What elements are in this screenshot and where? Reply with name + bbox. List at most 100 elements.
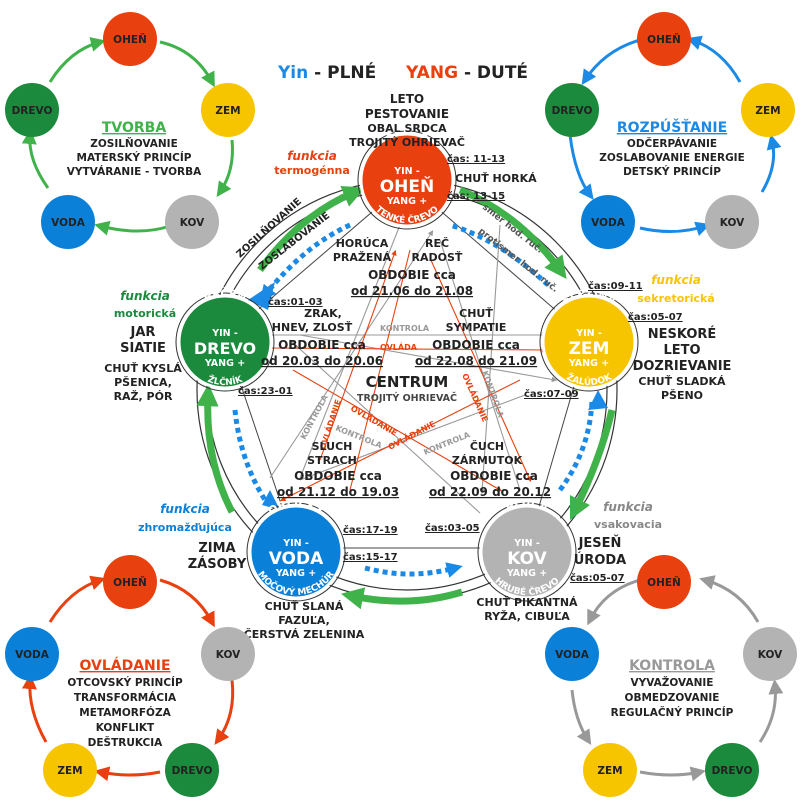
water-taste-1: FAZUĽA, [278, 614, 330, 627]
water-funkcia: funkcia [160, 502, 210, 516]
wood-time2: čas:23-01 [238, 385, 293, 397]
kontrola-label-mid2: KONTROLA [422, 430, 472, 457]
ovladanie-line-0: OTCOVSKÝ PRINCÍP [67, 676, 183, 689]
wood-arc-top: PEČEŇ [202, 287, 249, 305]
wood-taste-0: CHUŤ KYSLÁ [104, 362, 182, 375]
earth-time3: čas:07-09 [524, 388, 579, 400]
rozpustanie-node-zem: ZEM [755, 105, 780, 117]
wood-inner-1: HNEV, ZLOSŤ [272, 321, 353, 334]
kontrola-label-top: KONTROLA [380, 324, 430, 333]
rozpustanie-node-drevo: DREVO [552, 105, 593, 117]
metal-period-label: OBDOBIE cca [450, 469, 538, 483]
ovladanie-star [267, 249, 548, 501]
wood-yang: YANG + [204, 358, 245, 369]
element-wood: PEČEŇ YIN - DREVO YANG + ŽLČNÍK [175, 287, 275, 392]
wood-period-label: OBDOBIE cca [278, 338, 366, 352]
water-time1: čas:17-19 [343, 524, 398, 536]
metal-time2: čas:03-05 [425, 522, 480, 534]
earth-season-1: LETO [663, 343, 700, 358]
fire-season-0: LETO [390, 92, 424, 106]
rozpustanie-line-2: DETSKÝ PRINCÍP [623, 165, 721, 178]
earth-season-0: NESKORÉ [648, 326, 717, 342]
kontrola-node-drevo: DREVO [712, 765, 753, 777]
earth-yin: YIN - [575, 328, 602, 339]
svg-text:PĽÚCA: PĽÚCA [504, 497, 551, 515]
fire-period-label: OBDOBIE cca [368, 268, 456, 282]
fire-time1: čas: 11-13 [447, 153, 505, 165]
earth-name: ZEM [569, 339, 610, 359]
kontrola-line-0: VYVAŽOVANIE [631, 676, 714, 689]
ovladanie-title: OVLÁDANIE [79, 657, 170, 674]
water-yang: YANG + [275, 568, 316, 579]
rozpustanie-line-0: ODČERPÁVANIE [627, 137, 717, 150]
metal-yin: YIN - [513, 538, 540, 549]
fire-inner-1: PRAŽENÁ [333, 251, 392, 264]
water-inner-0: SLUCH [312, 440, 353, 453]
ovladanie-line-2: METAMORFÓZA [79, 706, 171, 719]
svg-text:SLEZINA: SLEZINA [559, 287, 619, 308]
tvorba-node-zem: ZEM [215, 105, 240, 117]
kontrola-node-ohen: OHEŇ [647, 576, 681, 589]
wood-taste-1: PŠENICA, [114, 376, 172, 389]
yin-word: Yin [277, 63, 308, 83]
header-yin-plne: Yin - PLNÉ [277, 61, 376, 83]
earth-inner-1: SYMPATIE [446, 321, 507, 334]
wood-funkcia-name: motorická [114, 307, 176, 320]
zosilnovanie-arrows [196, 185, 616, 610]
rozpustanie-node-kov: KOV [720, 217, 745, 229]
kontrola-line-1: OBMEDZOVANIE [625, 692, 720, 704]
fire-funkcia: funkcia [287, 149, 337, 163]
fire-name: OHEŇ [380, 175, 435, 197]
tvorba-node-ohen: OHEŇ [113, 33, 147, 46]
element-metal: PĽÚCA YIN - KOV YANG + HRUBÉ ČREVO [477, 497, 577, 602]
wood-yin: YIN - [211, 328, 238, 339]
ovladanie-node-drevo: DREVO [172, 765, 213, 777]
tvorba-node-voda: VODA [51, 217, 86, 229]
yin-rest: - PLNÉ [308, 61, 376, 83]
wood-season-1: SIATIE [120, 341, 166, 356]
fire-funkcia-name: termogénna [274, 164, 350, 177]
yang-rest: - DUTÉ [458, 61, 528, 83]
corner-tvorba: OHEŇ ZEM KOV VODA DREVO TVORBA ZOSILŇOVA… [5, 12, 255, 249]
blue-arrowhead-earth [588, 390, 608, 410]
water-period-label: OBDOBIE cca [294, 469, 382, 483]
center-title: CENTRUM [366, 373, 449, 391]
fire-time2: čas: 13-15 [447, 190, 505, 202]
metal-season-1: ÚRODA [574, 552, 626, 568]
metal-inner-0: ČUCH [470, 440, 504, 453]
center-subtitle: TROJITÝ OHRIEVAČ [357, 392, 457, 404]
water-taste-2: ČERSTVÁ ZELENINA [244, 628, 365, 641]
earth-taste-1: PŠENO [661, 389, 703, 402]
earth-labels: funkcia sekretorická čas:09-11 čas:05-07… [415, 273, 731, 402]
element-water: OBLIČKY YIN - VODA YANG + MOČOVÝ MECHÚR [246, 497, 346, 602]
ovladanie-node-kov: KOV [216, 649, 241, 661]
fire-taste: CHUŤ HORKÁ [455, 172, 537, 185]
fire-season-3: TROJITÝ OHRIEVAČ [349, 136, 465, 149]
fire-yin: YIN - [393, 166, 420, 177]
metal-yang: YANG + [506, 568, 547, 579]
smer-label: smer hod. ruč. [480, 202, 545, 256]
ovladanie-node-voda: VODA [15, 649, 50, 661]
wood-funkcia: funkcia [120, 289, 170, 303]
fire-labels: LETO PESTOVANIE OBAL SRDCA TROJITÝ OHRIE… [274, 92, 537, 298]
ovladanie-node-zem: ZEM [57, 765, 82, 777]
tvorba-title: TVORBA [102, 120, 166, 136]
earth-time1: čas:09-11 [588, 280, 643, 292]
tvorba-node-drevo: DREVO [12, 105, 53, 117]
metal-taste-1: RYŽA, CIBUĽA [484, 610, 570, 623]
water-taste-0: CHUŤ SLANÁ [265, 600, 344, 613]
wood-name: DREVO [194, 339, 256, 358]
earth-period: od 22.08 do 21.09 [415, 354, 537, 368]
water-inner-1: STRACH [307, 454, 357, 467]
rozpustanie-title: ROZPÚŠŤANIE [617, 118, 727, 136]
kontrola-node-kov: KOV [758, 649, 783, 661]
ovladanie-line-1: TRANSFORMÁCIA [74, 691, 177, 704]
ovladanie-line-4: DEŠTRUKCIA [88, 736, 164, 749]
earth-period-label: OBDOBIE cca [432, 338, 520, 352]
earth-inner-0: CHUŤ [459, 307, 493, 320]
earth-funkcia-name: sekretorická [637, 292, 714, 305]
metal-funkcia-name: vsakovacia [594, 518, 662, 531]
rozpustanie-node-voda: VODA [591, 217, 626, 229]
corner-ovladanie: OHEŇ KOV DREVO ZEM VODA OVLÁDANIE OTCOVS… [5, 555, 255, 797]
